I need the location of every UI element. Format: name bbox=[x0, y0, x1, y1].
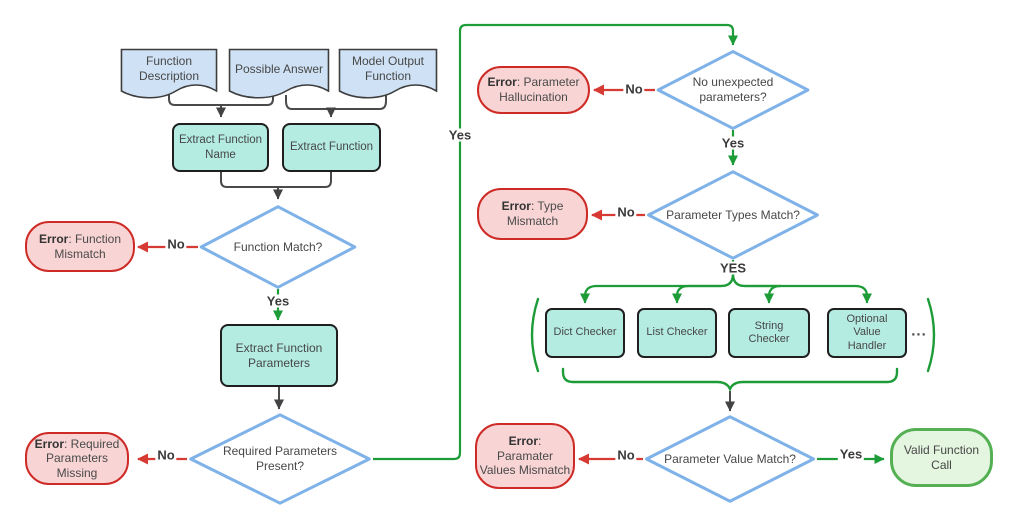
decision-required-parameters-present: Required Parameters Present? bbox=[187, 413, 373, 505]
checker-list: List Checker bbox=[637, 308, 717, 358]
document-label: Function Description bbox=[138, 54, 200, 83]
checker-string: String Checker bbox=[728, 308, 810, 358]
decision-label: No unexpected parameters? bbox=[692, 75, 774, 104]
error-label: Error: Paramater Values Mismatch bbox=[479, 434, 571, 478]
diamond-shape-icon bbox=[643, 415, 817, 503]
document-function-description: Function Description bbox=[120, 48, 218, 100]
error-label: Error: Required Parameters Missing bbox=[34, 436, 120, 480]
decision-no-unexpected-parameters: No unexpected parameters? bbox=[655, 50, 811, 130]
document-shape-icon bbox=[338, 48, 438, 100]
document-label: Possible Answer bbox=[234, 61, 324, 76]
decision-label: Function Match? bbox=[233, 239, 323, 254]
document-shape-icon bbox=[228, 48, 330, 100]
process-extract-function-name: Extract Function Name bbox=[172, 123, 269, 172]
more-checkers-ellipsis: ... bbox=[911, 322, 927, 340]
decision-function-match: Function Match? bbox=[198, 205, 358, 289]
error-type-mismatch: Error: Type Mismatch bbox=[477, 188, 588, 240]
diamond-shape-icon bbox=[645, 170, 821, 260]
decision-label: Parameter Value Match? bbox=[664, 451, 796, 466]
decision-label: Required Parameters Present? bbox=[222, 444, 338, 473]
error-parameter-values-mismatch: Error: Paramater Values Mismatch bbox=[475, 423, 575, 489]
checker-optional-value-handler: Optional Value Handler bbox=[827, 308, 907, 358]
decision-parameter-value-match: Parameter Value Match? bbox=[643, 415, 817, 503]
document-shape-icon bbox=[120, 48, 218, 100]
document-label: Model Output Function bbox=[351, 54, 425, 83]
error-required-parameters-missing: Error: Required Parameters Missing bbox=[25, 432, 129, 485]
edge-label-no-types-match: No bbox=[615, 204, 637, 220]
edge-label-no-required-params: No bbox=[155, 447, 177, 463]
checker-dict: Dict Checker bbox=[545, 308, 625, 358]
edge-label-yes-unexpected: Yes bbox=[719, 135, 747, 151]
process-extract-function: Extract Function bbox=[282, 123, 381, 172]
error-label: Error: Function Mismatch bbox=[38, 231, 122, 261]
edge-label-yes-types-match: YES bbox=[717, 260, 749, 276]
error-label: Error: Parameter Hallucination bbox=[487, 75, 580, 104]
edge-label-yes-required-params: Yes bbox=[446, 127, 474, 143]
error-parameter-hallucination: Error: Parameter Hallucination bbox=[477, 66, 590, 114]
diamond-shape-icon bbox=[655, 50, 811, 130]
diamond-shape-icon bbox=[187, 413, 373, 505]
error-function-mismatch: Error: Function Mismatch bbox=[25, 221, 135, 272]
edge-label-yes-value-match: Yes bbox=[837, 446, 865, 462]
decision-parameter-types-match: Parameter Types Match? bbox=[645, 170, 821, 260]
edge-label-no-value-match: No bbox=[615, 447, 637, 463]
process-extract-function-parameters: Extract Function Parameters bbox=[220, 324, 338, 387]
decision-label: Parameter Types Match? bbox=[666, 207, 800, 222]
terminal-valid-function-call: Valid Function Call bbox=[890, 428, 993, 487]
diamond-shape-icon bbox=[198, 205, 358, 289]
edge-label-no-function-match: No bbox=[165, 236, 187, 252]
edge-label-yes-function-match: Yes bbox=[264, 293, 292, 309]
document-possible-answer: Possible Answer bbox=[228, 48, 330, 100]
edge-label-no-unexpected: No bbox=[623, 81, 645, 97]
error-label: Error: Type Mismatch bbox=[501, 199, 564, 228]
document-model-output-function: Model Output Function bbox=[338, 48, 438, 100]
